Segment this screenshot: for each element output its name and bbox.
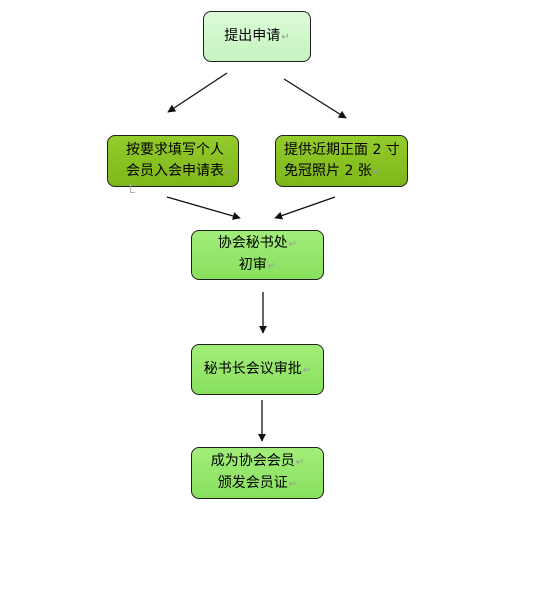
paragraph-mark-icon: ↵ [295, 457, 305, 468]
arrow-form-to-review [166, 196, 241, 220]
step-secretary-general-approval: 秘书长会议审批↵ [191, 344, 324, 395]
paragraph-mark-icon: ↵ [225, 166, 234, 178]
arrow-submit-to-form [167, 72, 228, 113]
step-text-line: 颁发会员证↵ [217, 475, 298, 491]
paragraph-mark-icon: ↵ [281, 31, 290, 43]
step-provide-photos: 提供近期正面 2 寸 免冠照片 2 张↵ [275, 135, 408, 187]
arrow-photo-to-review [274, 196, 336, 220]
step-text-line: 按要求填写个人 [126, 141, 224, 158]
step-text-line: 成为协会会员↵ [210, 453, 305, 469]
arrow-submit-to-photo [283, 78, 347, 119]
step-text-line: 秘书长会议审批↵ [203, 360, 312, 377]
step-text-line: 会员入会申请表↵ [126, 162, 234, 179]
paragraph-mark-icon: ↵ [302, 364, 312, 376]
step-become-member: 成为协会会员↵ 颁发会员证↵ [191, 447, 324, 499]
step-secretariat-review: 协会秘书处↵ 初审↵ [191, 230, 324, 280]
step-text-line: 协会秘书处↵ [217, 235, 298, 251]
step-text-line: 初审↵ [238, 257, 277, 273]
paragraph-mark-icon: ↵ [288, 239, 298, 250]
anchor-mark-icon [130, 184, 135, 193]
paragraph-mark-icon: ↵ [288, 479, 298, 490]
paragraph-mark-icon: ↵ [267, 261, 277, 272]
step-fill-application-form: 按要求填写个人 会员入会申请表↵ [107, 135, 239, 187]
step-text-line: 提出申请↵ [224, 27, 290, 44]
step-submit-application: 提出申请↵ [203, 11, 311, 62]
paragraph-mark-icon: ↵ [372, 166, 382, 178]
step-text-line: 提供近期正面 2 寸 [284, 141, 400, 158]
step-text-line: 免冠照片 2 张↵ [284, 162, 382, 179]
